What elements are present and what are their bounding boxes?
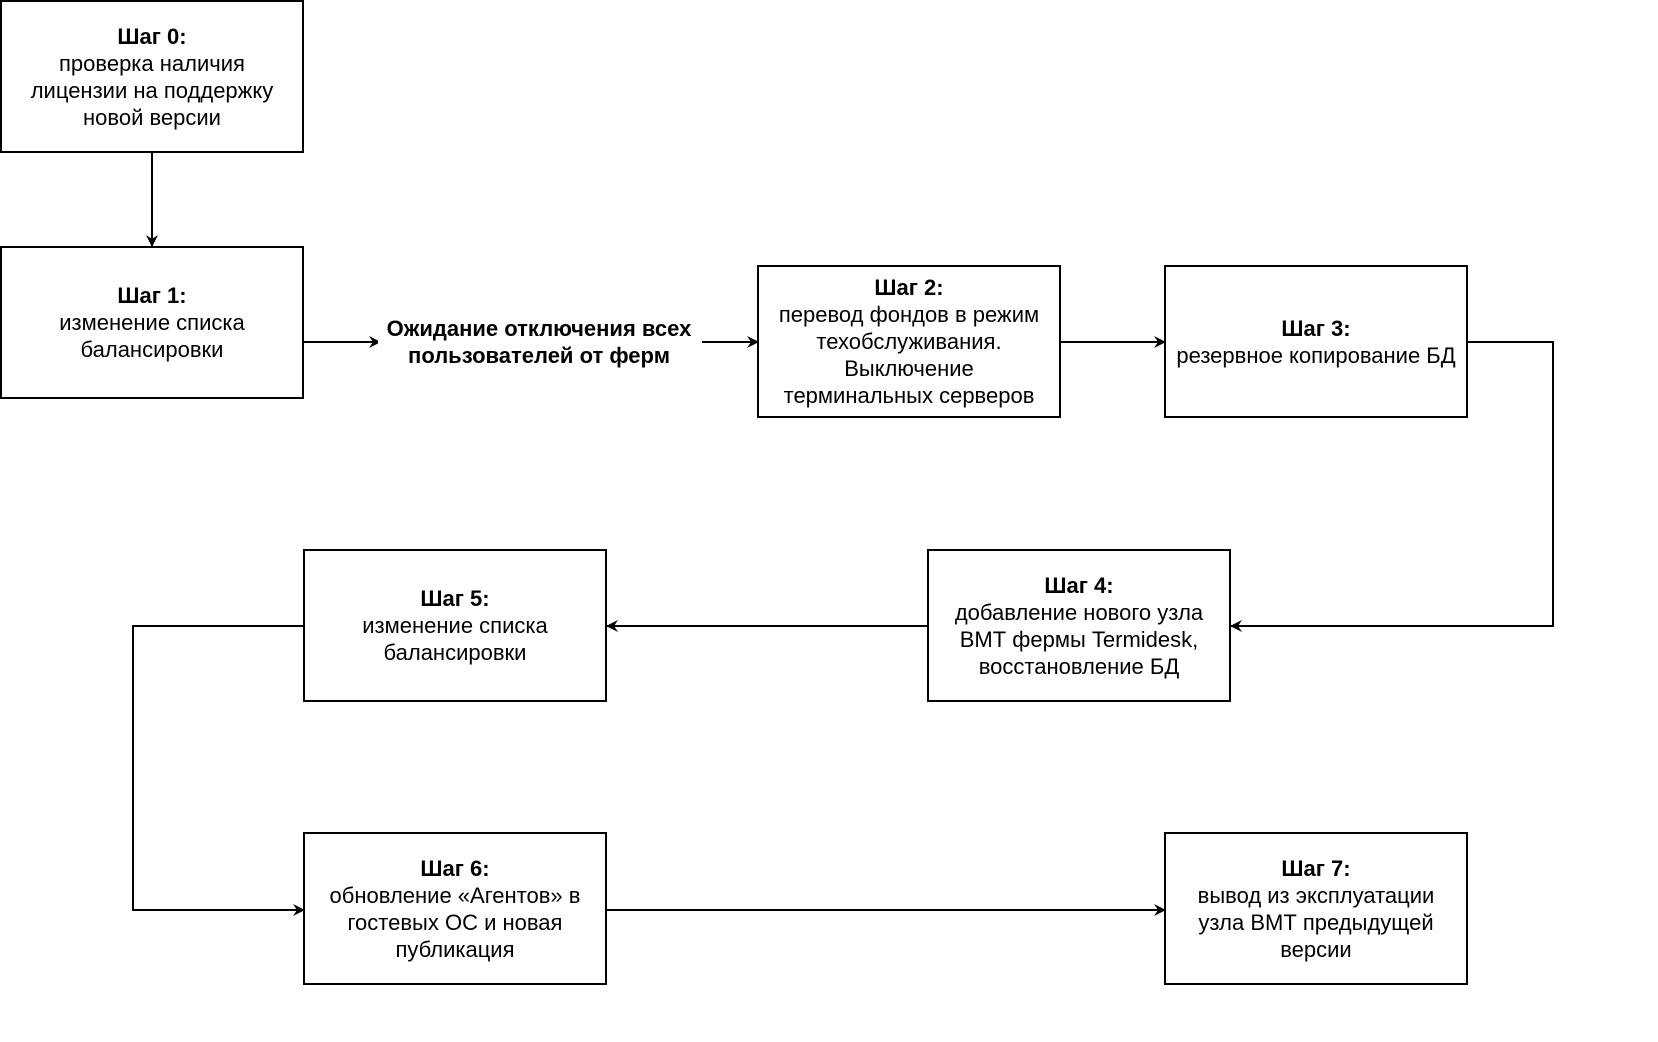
arrow-step5-to-step6 xyxy=(132,625,305,916)
step-5-box: Шаг 5: изменение списка балансировки xyxy=(303,549,607,702)
step-4-description: добавление нового узла ВМТ фермы Termide… xyxy=(954,599,1204,679)
arrow-step3-to-step4 xyxy=(1230,341,1554,632)
step-0-box: Шаг 0: проверка наличия лицензии на подд… xyxy=(0,0,304,153)
step-2-title: Шаг 2: xyxy=(874,275,944,300)
step-5-title: Шаг 5: xyxy=(420,586,490,611)
step-3-box: Шаг 3: резервное копирование БД xyxy=(1164,265,1468,418)
step-3-description: резервное копирование БД xyxy=(1176,342,1456,368)
step-6-box: Шаг 6: обновление «Агентов» в гостевых О… xyxy=(303,832,607,985)
step-2-description: перевод фондов в режим техобслуживания. … xyxy=(778,302,1040,408)
step-0-description: проверка наличия лицензии на поддержку н… xyxy=(30,50,274,130)
step-1-title: Шаг 1: xyxy=(117,283,187,308)
step-4-title: Шаг 4: xyxy=(1044,572,1114,598)
wait-users-label: Ожидание отключения всех пользователей о… xyxy=(378,315,700,369)
step-1-description: изменение списка балансировки xyxy=(59,310,245,362)
step-7-title: Шаг 7: xyxy=(1281,855,1351,881)
step-1-box: Шаг 1: изменение списка балансировки xyxy=(0,246,304,399)
step-7-description: вывод из эксплуатации узла ВМТ предыдуще… xyxy=(1197,882,1435,962)
step-4-box: Шаг 4: добавление нового узла ВМТ фермы … xyxy=(927,549,1231,702)
step-0-title: Шаг 0: xyxy=(117,23,187,49)
step-2-box: Шаг 2: перевод фондов в режим техобслужи… xyxy=(757,265,1061,418)
step-3-title: Шаг 3: xyxy=(1281,315,1351,341)
step-5-description: изменение списка балансировки xyxy=(362,613,548,665)
step-6-title: Шаг 6: xyxy=(420,855,490,881)
step-7-box: Шаг 7: вывод из эксплуатации узла ВМТ пр… xyxy=(1164,832,1468,985)
step-6-description: обновление «Агентов» в гостевых ОС и нов… xyxy=(329,882,581,962)
